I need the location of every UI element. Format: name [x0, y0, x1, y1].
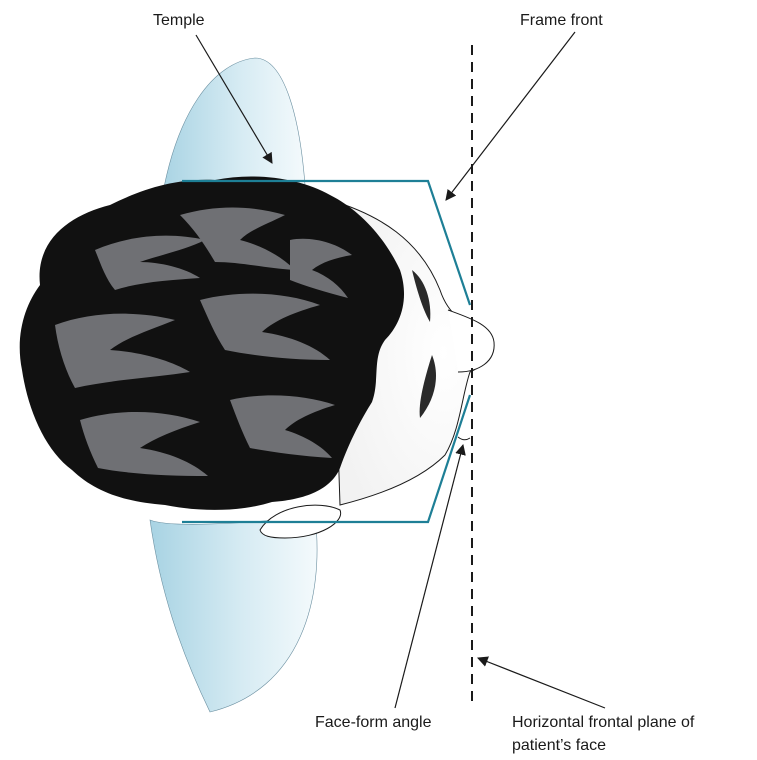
frontal-plane-arrow: [478, 658, 605, 708]
face-form-angle-arc: [458, 437, 470, 440]
label-frontal-plane-line2: patient’s face: [512, 737, 606, 754]
frame-front-arrow: [446, 32, 575, 200]
face-form-angle-arrow: [395, 445, 463, 708]
label-frontal-plane-line1: Horizontal frontal plane of: [512, 714, 695, 731]
label-temple: Temple: [153, 12, 205, 29]
label-face-form-angle: Face-form angle: [315, 714, 432, 731]
lower-shoulder: [150, 515, 317, 712]
label-frame-front: Frame front: [520, 12, 603, 29]
